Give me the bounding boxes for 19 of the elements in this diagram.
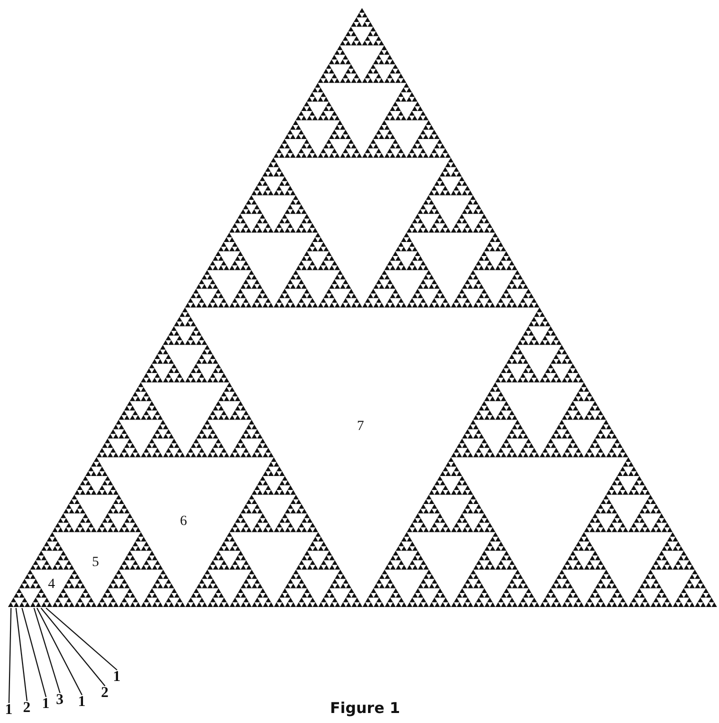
callout-number: 1 bbox=[78, 695, 86, 710]
callout-number: 3 bbox=[56, 693, 64, 708]
callout-number: 2 bbox=[23, 701, 30, 716]
leader-line bbox=[46, 608, 118, 670]
region-number: 5 bbox=[92, 556, 99, 570]
leader-line bbox=[8, 608, 12, 704]
leader-line bbox=[40, 608, 106, 686]
leader-line bbox=[36, 608, 82, 696]
callout-number: 2 bbox=[101, 686, 108, 701]
region-number: 4 bbox=[48, 578, 55, 592]
region-number: 7 bbox=[357, 420, 364, 434]
leader-line bbox=[15, 608, 28, 702]
figure-caption: Figure 1 bbox=[330, 700, 400, 717]
leader-line bbox=[21, 608, 47, 698]
callout-number: 1 bbox=[5, 703, 12, 718]
leader-line bbox=[33, 608, 61, 694]
callout-number: 1 bbox=[42, 697, 50, 712]
callout-number: 1 bbox=[113, 670, 120, 685]
region-number: 6 bbox=[180, 515, 187, 529]
